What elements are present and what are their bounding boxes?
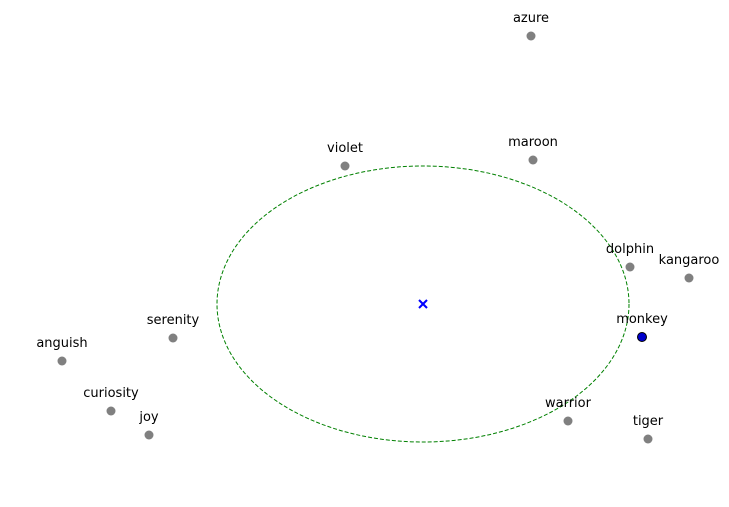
point-maroon (528, 155, 538, 165)
label-serenity: serenity (147, 313, 200, 328)
point-serenity (168, 333, 178, 343)
point-dolphin (625, 262, 635, 272)
center-marker (418, 299, 428, 309)
label-dolphin: dolphin (606, 242, 654, 257)
label-violet: violet (327, 141, 363, 156)
point-warrior (563, 416, 573, 426)
label-joy: joy (138, 410, 159, 425)
point-tiger (643, 434, 653, 444)
label-warrior: warrior (545, 396, 592, 411)
boundary-circle (216, 165, 630, 443)
point-azure (526, 31, 536, 41)
label-kangaroo: kangaroo (659, 253, 720, 268)
label-curiosity: curiosity (83, 386, 139, 401)
label-maroon: maroon (508, 135, 558, 150)
label-azure: azure (513, 11, 549, 26)
label-monkey: monkey (616, 312, 668, 327)
point-anguish (57, 356, 67, 366)
point-monkey (637, 332, 647, 342)
point-kangaroo (684, 273, 694, 283)
label-tiger: tiger (633, 414, 664, 429)
point-joy (144, 430, 154, 440)
label-anguish: anguish (36, 336, 87, 351)
point-curiosity (106, 406, 116, 416)
point-violet (340, 161, 350, 171)
